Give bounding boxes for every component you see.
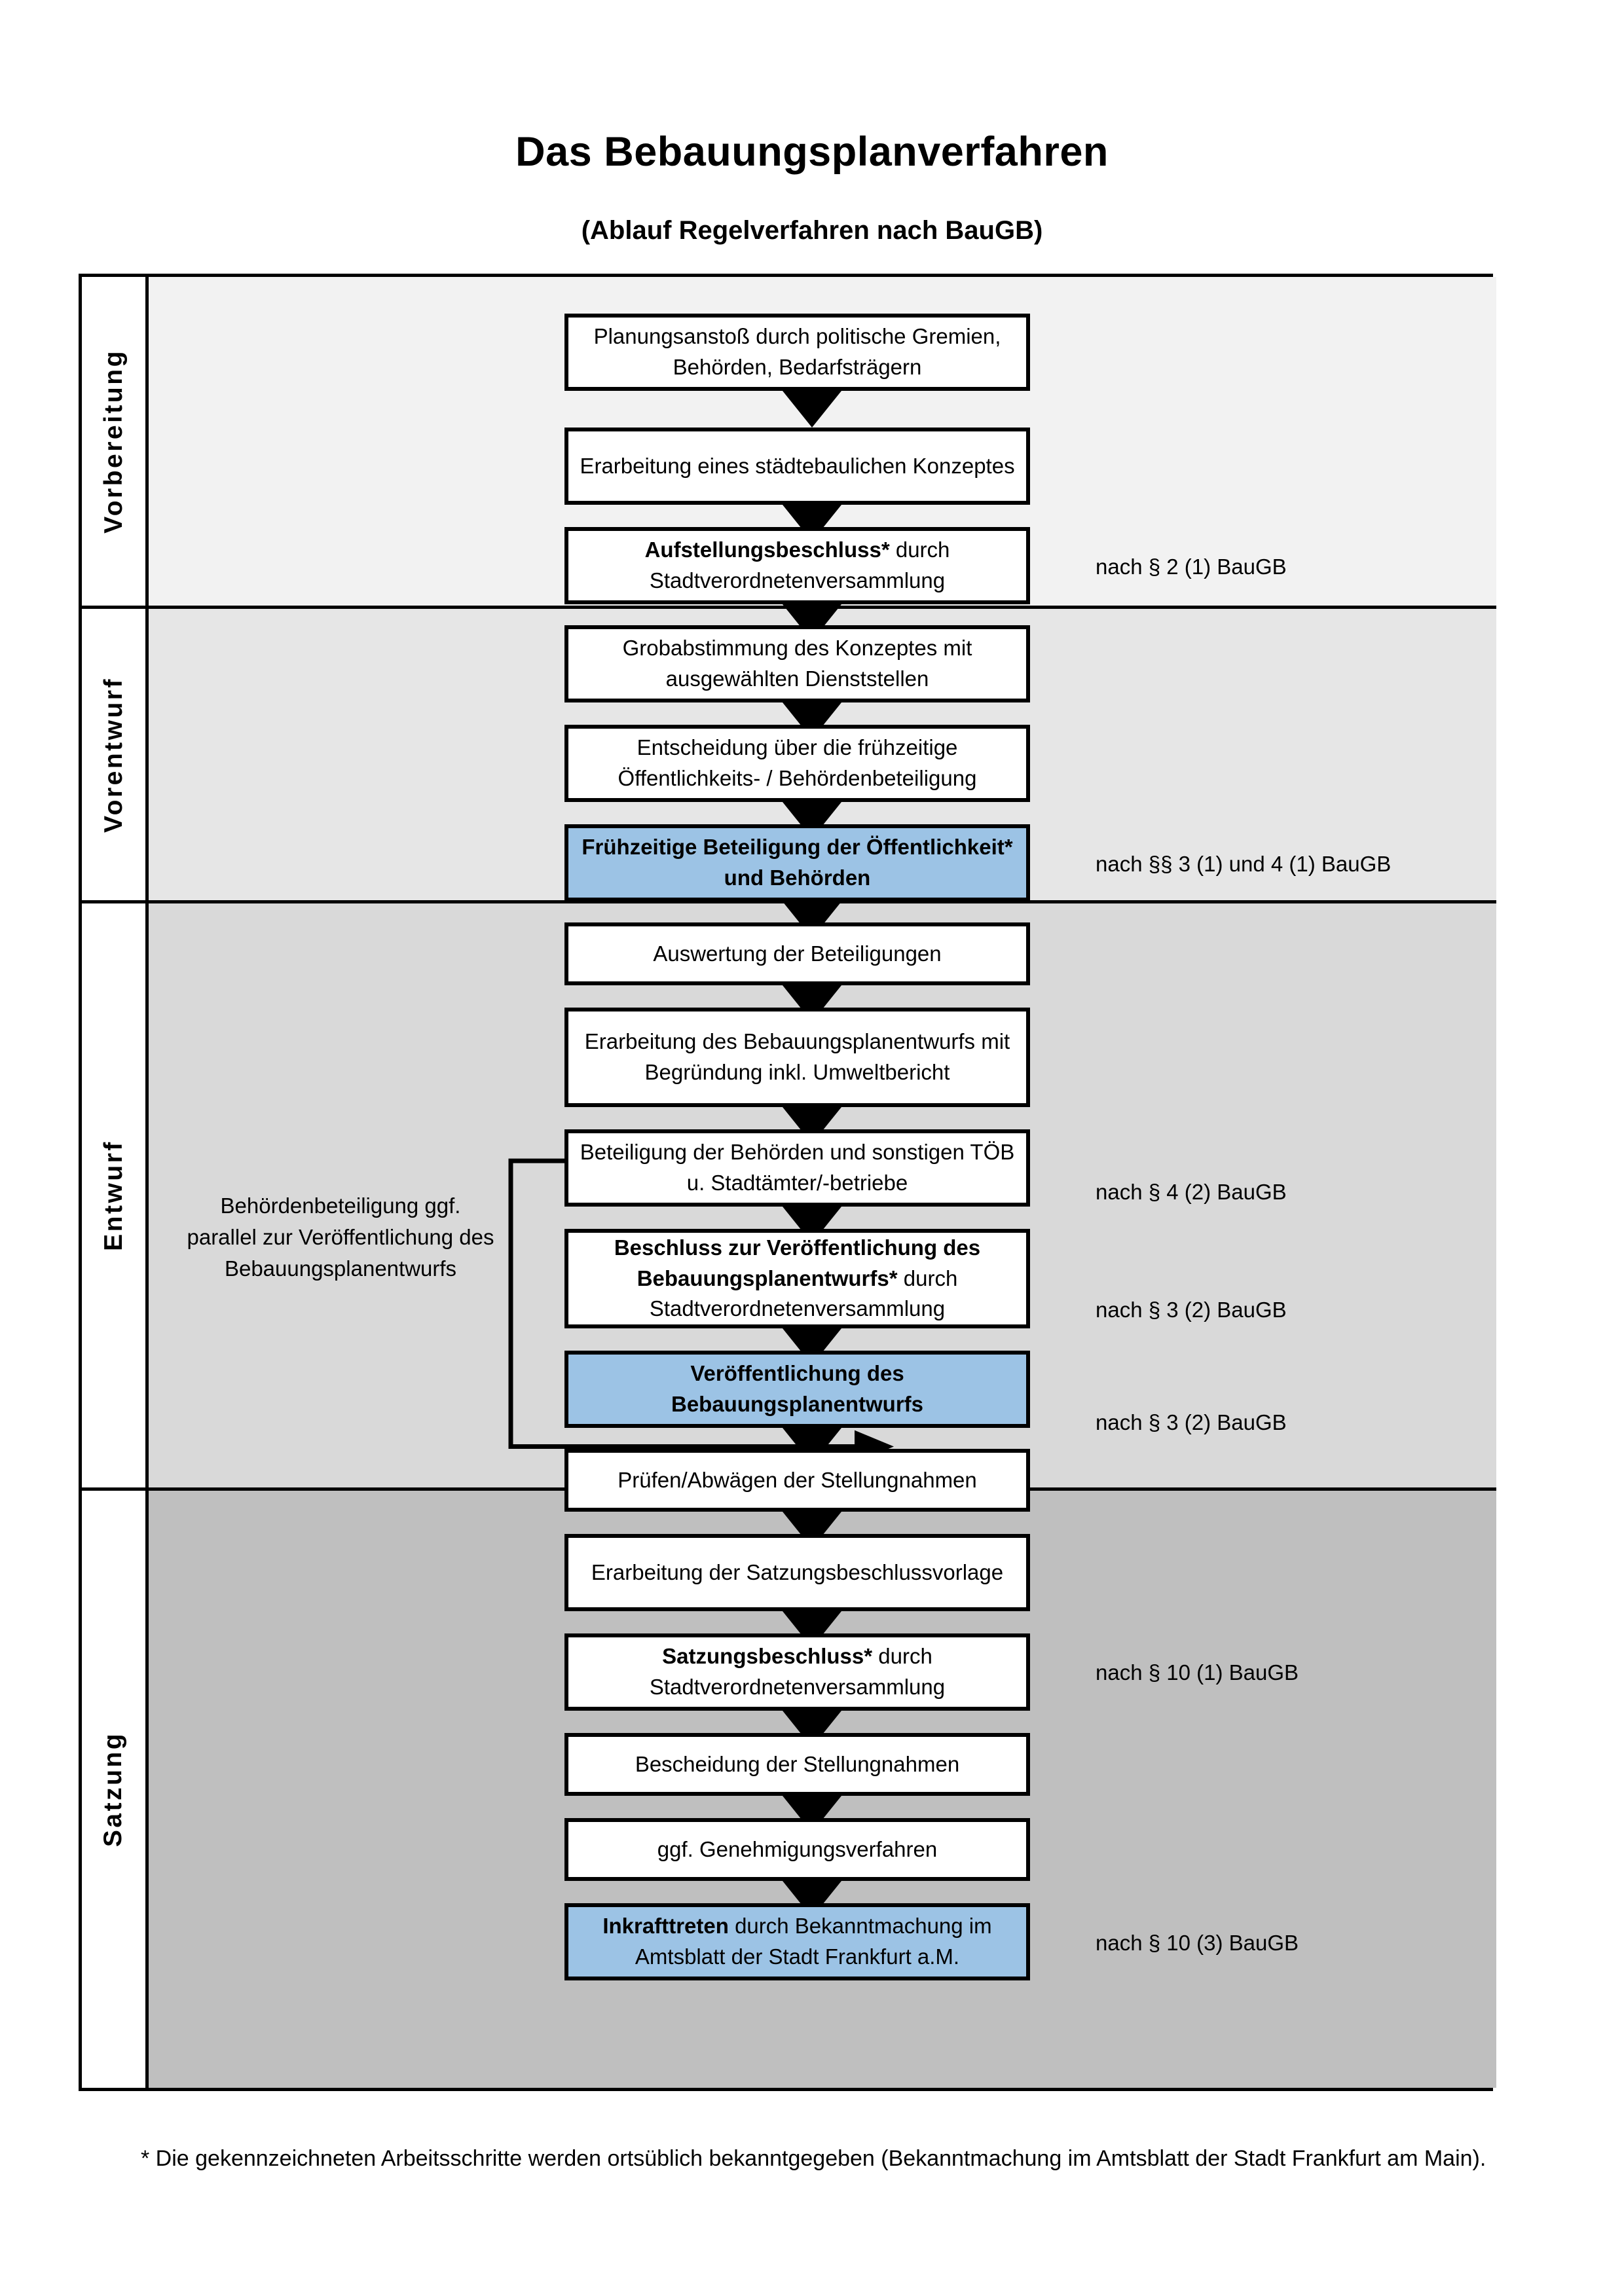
step-text: durch Bekanntmachung im Amtsblatt der St… [635,1914,992,1969]
step-text: Entscheidung über die frühzeitige Öffent… [618,735,977,790]
step-text-bold: Veröffentlichung des Bebauungsplanentwur… [671,1361,924,1416]
flowchart-frame: Vorbereitung Vorentwurf Entwurf Satzung [79,274,1496,2091]
step-text: Auswertung der Beteiligungen [653,941,942,966]
step-text-wrapper: Aufstellungsbeschluss* durch Stadtverord… [576,535,1018,596]
reference-fruehzeitige-beteiligung: nach §§ 3 (1) und 4 (1) BauGB [1096,852,1392,876]
footnote: * Die gekennzeichneten Arbeitsschritte w… [141,2146,1486,2171]
step-box-erarbeitung-bebauungsplanentwurf[interactable]: Erarbeitung des Bebauungsplanentwurfs mi… [564,1008,1030,1107]
step-text-bold: Beschluss zur Veröffentlichung des Bebau… [614,1235,981,1290]
reference-aufstellungsbeschluss: nach § 2 (1) BauGB [1096,555,1287,579]
phase-label-vorbereitung: Vorbereitung [82,277,149,606]
step-box-staedtebauliches-konzept[interactable]: Erarbeitung eines städtebaulichen Konzep… [564,428,1030,505]
step-box-auswertung-beteiligungen[interactable]: Auswertung der Beteiligungen [564,922,1030,985]
phase-label-satzung: Satzung [82,1491,149,2088]
step-box-satzungsbeschluss[interactable]: Satzungsbeschluss* durch Stadtverordnete… [564,1633,1030,1711]
step-text: Erarbeitung der Satzungsbeschlussvorlage [591,1559,1004,1584]
step-box-satzungsbeschlussvorlage[interactable]: Erarbeitung der Satzungsbeschlussvorlage [564,1534,1030,1611]
step-box-veroeffentlichung-entwurf[interactable]: Veröffentlichung des Bebauungsplanentwur… [564,1351,1030,1428]
reference-inkrafttreten: nach § 10 (3) BauGB [1096,1931,1299,1955]
step-box-grobabstimmung[interactable]: Grobabstimmung des Konzeptes mit ausgewä… [564,625,1030,702]
step-text: Erarbeitung eines städtebaulichen Konzep… [580,453,1015,478]
step-text: Prüfen/Abwägen der Stellungnahmen [618,1467,977,1492]
phase-label-vorentwurf-text: Vorentwurf [99,676,128,833]
step-box-genehmigungsverfahren[interactable]: ggf. Genehmigungsverfahren [564,1818,1030,1881]
step-text-bold: Aufstellungsbeschluss* [644,538,890,562]
phase-label-entwurf: Entwurf [82,903,149,1487]
page-subtitle: (Ablauf Regelverfahren nach BauGB) [581,216,1043,245]
step-text-wrapper: Beschluss zur Veröffentlichung des Bebau… [576,1233,1018,1325]
step-box-beteiligung-behoerden-toeb[interactable]: Beteiligung der Behörden und sonstigen T… [564,1129,1030,1207]
step-box-aufstellungsbeschluss[interactable]: Aufstellungsbeschluss* durch Stadtverord… [564,527,1030,604]
phase-label-vorbereitung-text: Vorbereitung [99,349,128,534]
step-box-bescheidung-stellungnahmen[interactable]: Bescheidung der Stellungnahmen [564,1733,1030,1796]
phase-label-entwurf-text: Entwurf [99,1140,128,1251]
step-box-fruehzeitige-beteiligung[interactable]: Frühzeitige Beteiligung der Öffentlichke… [564,824,1030,902]
step-text-wrapper: Satzungsbeschluss* durch Stadtverordnete… [576,1641,1018,1703]
step-text: durch Stadtverordnetenversammlung [649,1644,946,1699]
step-text: Beteiligung der Behörden und sonstigen T… [580,1140,1015,1195]
step-text: Grobabstimmung des Konzeptes mit ausgewä… [622,636,972,691]
step-text-bold: Satzungsbeschluss* [662,1644,873,1669]
step-box-pruefen-abwaegen[interactable]: Prüfen/Abwägen der Stellungnahmen [564,1449,1030,1512]
phase-label-vorentwurf: Vorentwurf [82,609,149,900]
step-text: Planungsanstoß durch politische Gremien,… [593,324,1001,379]
reference-beschluss-veroeffentlichung: nach § 3 (2) BauGB [1096,1298,1287,1322]
step-box-planungsanstoss[interactable]: Planungsanstoß durch politische Gremien,… [564,314,1030,391]
step-text: durch Stadtverordnetenversammlung [649,538,950,592]
step-box-entscheidung-fruehzeitige-beteiligung[interactable]: Entscheidung über die frühzeitige Öffent… [564,725,1030,802]
step-text: Bescheidung der Stellungnahmen [635,1751,960,1776]
step-text: ggf. Genehmigungsverfahren [657,1836,938,1861]
side-note-behoerdenbeteiligung: Behördenbeteiligung ggf. parallel zur Ve… [187,1194,494,1281]
step-box-inkrafttreten[interactable]: Inkrafttreten durch Bekanntmachung im Am… [564,1903,1030,1980]
step-text: Erarbeitung des Bebauungsplanentwurfs mi… [584,1029,1010,1084]
flow-arrow [783,391,841,428]
reference-satzungsbeschluss: nach § 10 (1) BauGB [1096,1660,1299,1685]
page-title: Das Bebauungsplanverfahren [515,129,1109,175]
step-text: durch Stadtverordnetenversammlung [649,1266,958,1321]
step-text-wrapper: Inkrafttreten durch Bekanntmachung im Am… [576,1911,1018,1973]
reference-veroeffentlichung: nach § 3 (2) BauGB [1096,1410,1287,1434]
step-box-beschluss-veroeffentlichung[interactable]: Beschluss zur Veröffentlichung des Bebau… [564,1229,1030,1328]
step-text-bold: Frühzeitige Beteiligung der Öffentlichke… [581,835,1013,890]
phase-label-satzung-text: Satzung [99,1731,128,1848]
reference-beteiligung-behoerden: nach § 4 (2) BauGB [1096,1180,1287,1204]
step-text-bold: Inkrafttreten [602,1914,729,1939]
